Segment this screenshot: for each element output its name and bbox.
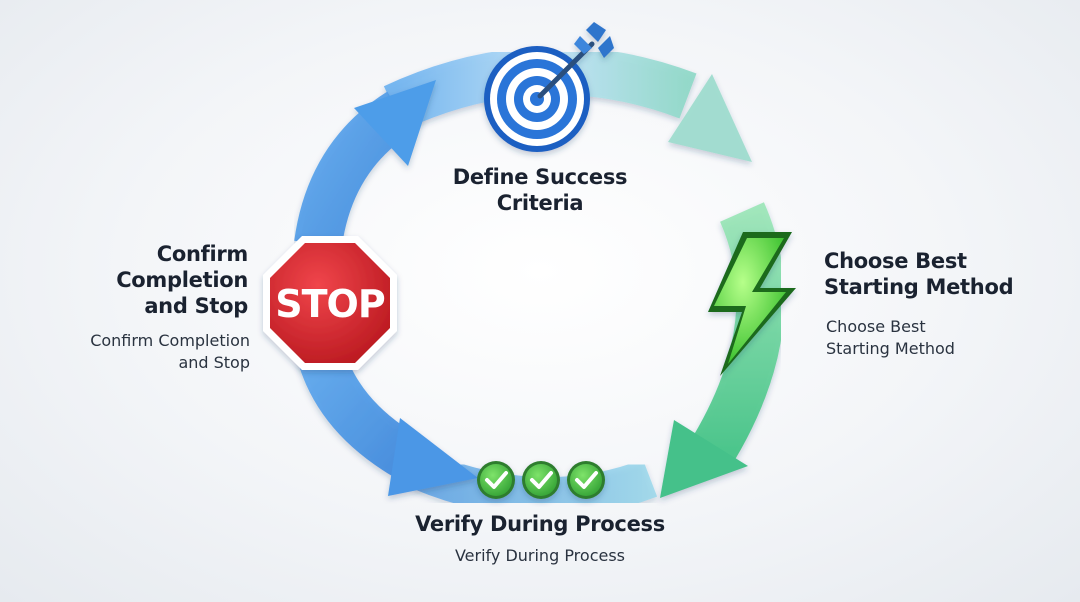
- choose-best-starting-method-title: Choose Best Starting Method: [824, 248, 1074, 300]
- choose-sub-line2: Starting Method: [826, 339, 955, 358]
- choose-title-line1: Choose Best: [824, 249, 967, 273]
- stop-sign-text: STOP: [275, 282, 385, 326]
- confirm-title-line2: Completion: [116, 268, 248, 292]
- define-title-line2: Criteria: [496, 191, 584, 215]
- check-icon-2: [522, 461, 560, 499]
- define-success-criteria-title: Define Success Criteria: [400, 164, 680, 216]
- stop-sign-icon: STOP: [263, 236, 397, 370]
- verify-sub-text: Verify During Process: [454, 546, 626, 565]
- verify-during-process-title: Verify During Process: [370, 511, 710, 537]
- confirm-sub-line2: and Stop: [178, 353, 250, 372]
- choose-best-starting-method-subtitle: Choose Best Starting Method: [826, 316, 1066, 360]
- verify-during-process-subtitle: Verify During Process: [370, 545, 710, 567]
- verify-title-text: Verify During Process: [415, 512, 665, 536]
- arrow-left-lower: [296, 345, 478, 496]
- confirm-completion-subtitle: Confirm Completion and Stop: [40, 330, 250, 374]
- define-title-line1: Define Success: [452, 165, 628, 189]
- choose-sub-line1: Choose Best: [826, 317, 926, 336]
- checkmarks-icon: [477, 461, 605, 499]
- confirm-sub-line1: Confirm Completion: [90, 331, 250, 350]
- confirm-title-line3: and Stop: [144, 294, 248, 318]
- arrow-left-upper: [294, 80, 436, 248]
- confirm-title-line1: Confirm: [156, 242, 249, 266]
- confirm-completion-title: Confirm Completion and Stop: [60, 241, 248, 319]
- target-icon: [484, 22, 614, 152]
- check-icon-1: [477, 461, 515, 499]
- choose-title-line2: Starting Method: [824, 275, 1014, 299]
- lightning-bolt-icon: [708, 232, 796, 376]
- check-icon-3: [567, 461, 605, 499]
